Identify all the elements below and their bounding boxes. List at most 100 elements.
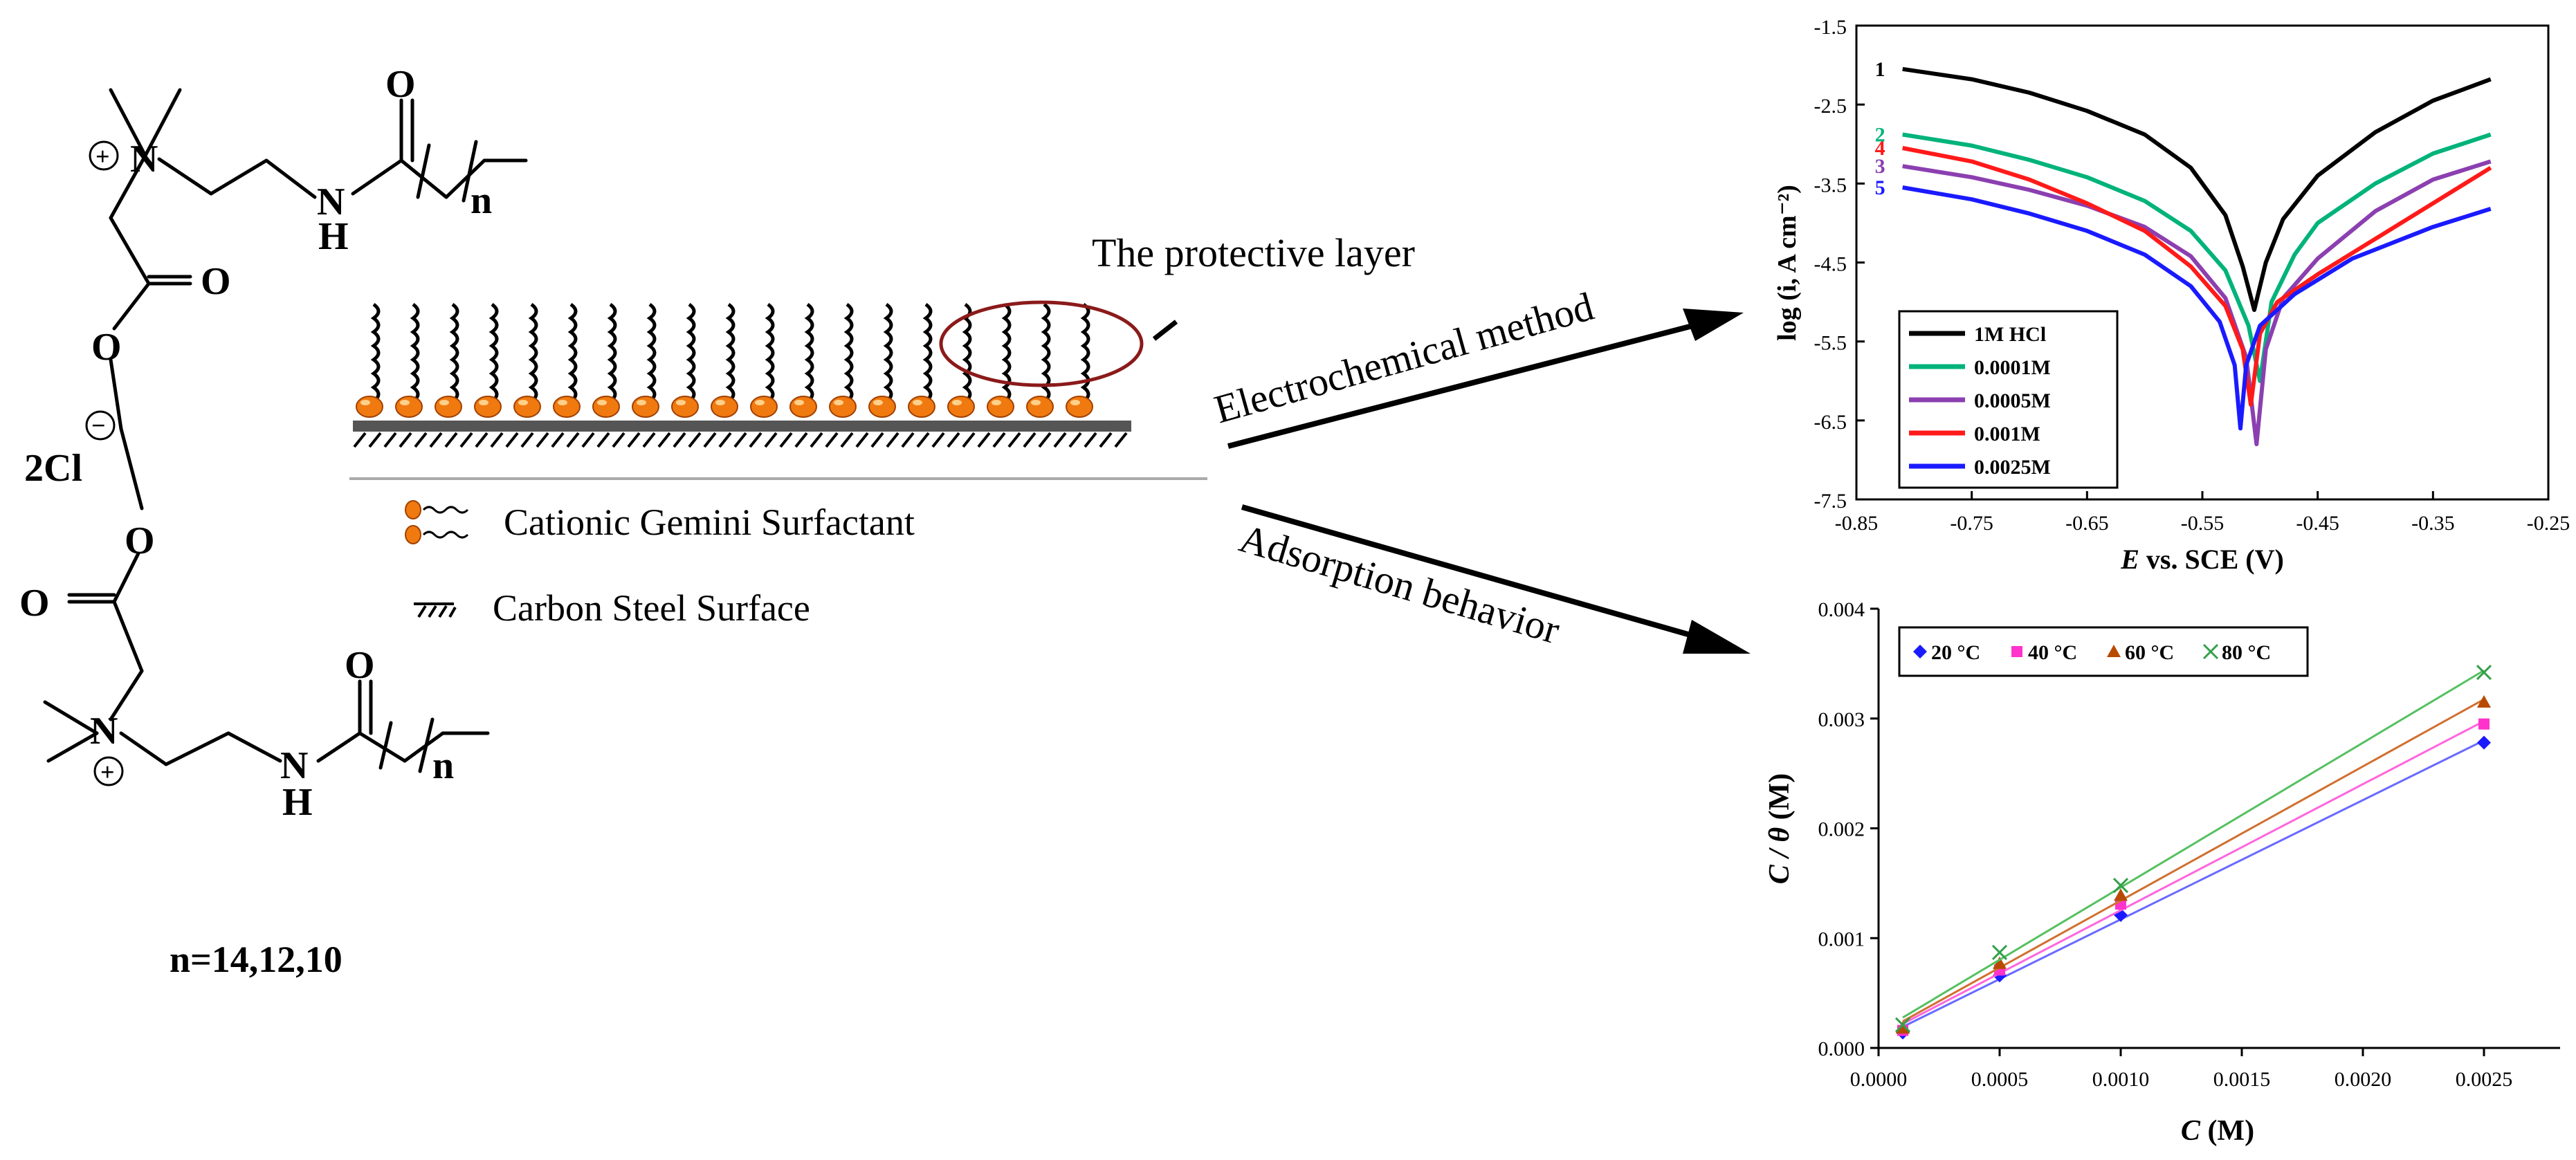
fit-line bbox=[1902, 720, 2485, 1025]
x-tick-label: 0.0015 bbox=[2213, 1068, 2271, 1091]
bond bbox=[46, 731, 99, 763]
surfactant-tail bbox=[883, 302, 893, 403]
hatch-line bbox=[475, 432, 488, 448]
hatch-line bbox=[612, 432, 625, 448]
head-highlight bbox=[439, 400, 449, 405]
hatch-line bbox=[657, 432, 671, 448]
surfactant-head bbox=[1026, 396, 1054, 418]
hatch-line bbox=[673, 432, 686, 448]
surfactant-tail bbox=[765, 302, 775, 403]
atom-label-O: O bbox=[201, 260, 231, 303]
x-tick-label: -0.85 bbox=[1835, 512, 1879, 535]
bond bbox=[226, 731, 282, 763]
surfactant-head bbox=[395, 396, 423, 418]
series-lines bbox=[1902, 66, 2492, 447]
surfactant-tail bbox=[528, 302, 538, 403]
bond bbox=[43, 700, 99, 735]
bracket bbox=[416, 143, 431, 199]
bond bbox=[112, 600, 144, 673]
x-tick-label: 0.0010 bbox=[2092, 1068, 2150, 1091]
atom-label-O: O bbox=[125, 519, 155, 562]
surfactant-head bbox=[474, 396, 502, 418]
plus-sign: + bbox=[95, 142, 110, 170]
head-highlight bbox=[479, 400, 488, 405]
head-highlight bbox=[715, 400, 725, 405]
surfactant-head bbox=[671, 396, 699, 418]
hatch-line bbox=[596, 432, 610, 448]
hatch-line bbox=[916, 432, 930, 448]
adsorption-arrow: Adsorption behavior bbox=[1234, 504, 1751, 654]
head-highlight bbox=[992, 400, 1001, 405]
atom-label-O: O bbox=[385, 63, 416, 106]
hatch-line bbox=[581, 432, 595, 448]
hatch-line bbox=[703, 432, 717, 448]
hatch-line bbox=[749, 432, 762, 448]
bond bbox=[119, 427, 144, 510]
x-tick-label: 0.0000 bbox=[1850, 1068, 1908, 1091]
series-fits-and-markers bbox=[1894, 665, 2492, 1040]
fit-line bbox=[1902, 669, 2485, 1019]
surfactant-tails bbox=[370, 302, 1090, 403]
surfactant-tail bbox=[449, 302, 459, 403]
surfactant-tail bbox=[607, 302, 617, 403]
surfactant-tail bbox=[686, 302, 696, 403]
atom-label-H: H bbox=[282, 781, 313, 824]
hatch-line bbox=[718, 432, 732, 448]
bond bbox=[109, 216, 151, 286]
series-line bbox=[1902, 146, 2492, 407]
x-tick-label: 0.0005 bbox=[1971, 1068, 2029, 1091]
data-point-triangle bbox=[2114, 888, 2128, 901]
bond bbox=[316, 731, 362, 763]
hatch-line bbox=[901, 432, 915, 448]
x-tick-label: -0.75 bbox=[1950, 512, 1993, 535]
data-point-square bbox=[2011, 646, 2022, 657]
atom-label-N: N bbox=[317, 181, 345, 223]
data-point-square bbox=[2478, 718, 2490, 730]
bond bbox=[109, 154, 147, 220]
data-point-x bbox=[1894, 1017, 1911, 1033]
bond bbox=[444, 158, 486, 199]
legend-label: 0.001M bbox=[1974, 423, 2040, 445]
surfactant-head bbox=[435, 396, 462, 418]
hatch-line bbox=[1007, 432, 1021, 448]
hatch-line bbox=[1068, 432, 1082, 448]
steel-surface-hatching bbox=[353, 432, 1128, 448]
hatch-line bbox=[566, 432, 580, 448]
plus-sign: + bbox=[100, 758, 115, 786]
fit-line bbox=[1902, 739, 2485, 1028]
surfactant-tail bbox=[370, 302, 381, 403]
surfactant-head bbox=[553, 396, 581, 418]
curve-tag: 3 bbox=[1875, 155, 1885, 178]
data-point-triangle bbox=[2107, 645, 2121, 657]
atom-label-N: N bbox=[280, 744, 308, 787]
surfactant-head bbox=[908, 396, 935, 418]
x-tick-label: -0.65 bbox=[2065, 512, 2109, 535]
surfactant-head bbox=[356, 396, 383, 418]
y-tick-label: -2.5 bbox=[1814, 95, 1847, 118]
curve-tag: 1 bbox=[1875, 58, 1885, 81]
legend-label: 20 °C bbox=[1931, 641, 1980, 664]
legend-label: 0.0005M bbox=[1974, 389, 2051, 412]
series-line bbox=[1902, 185, 2492, 431]
hatch-line bbox=[520, 432, 534, 448]
legend-surfactant-label: Cationic Gemini Surfactant bbox=[504, 501, 915, 543]
hatch-line bbox=[855, 432, 869, 448]
y-tick-label: -3.5 bbox=[1814, 174, 1847, 196]
surfactant-head bbox=[592, 396, 620, 418]
bracket bbox=[462, 140, 478, 203]
head-highlight bbox=[400, 400, 410, 405]
y-tick-label: 0.002 bbox=[1818, 818, 1865, 841]
bond bbox=[119, 731, 168, 766]
y-tick-label: 0.001 bbox=[1818, 928, 1865, 950]
bond bbox=[143, 88, 182, 158]
subscript-n: n bbox=[432, 744, 454, 787]
head-highlight bbox=[834, 400, 843, 405]
surfactant-head bbox=[868, 396, 896, 418]
minus-sign: − bbox=[91, 412, 106, 439]
legend-label: 1M HCl bbox=[1974, 323, 2046, 346]
surfactant-tail bbox=[567, 302, 578, 403]
y-axis-label: C / θ (M) bbox=[1764, 773, 1796, 885]
data-point-x bbox=[2112, 877, 2129, 894]
hatch-line bbox=[353, 432, 367, 448]
